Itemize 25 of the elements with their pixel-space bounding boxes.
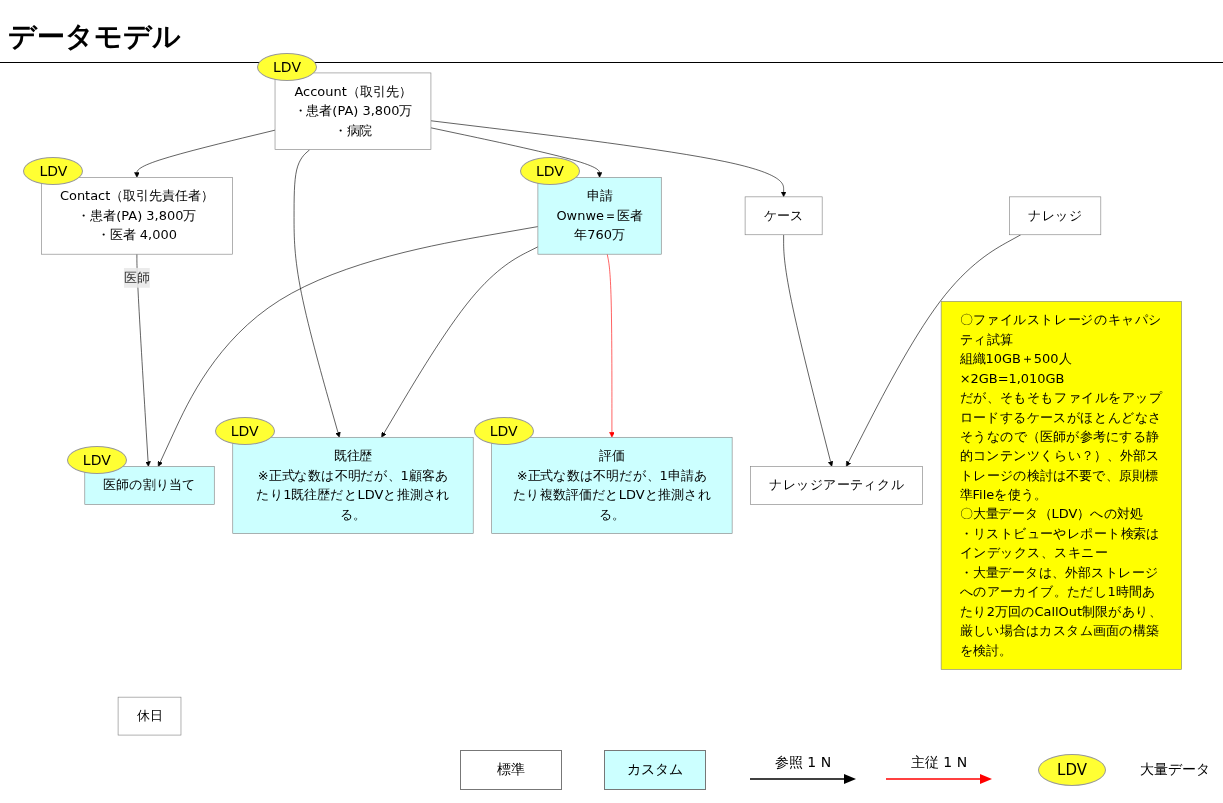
node-box: ナレッジアーティクル — [750, 466, 923, 505]
ldv-ellipse: LDV — [23, 157, 84, 186]
node-box: Contact（取引先責任者） ・患者(PA) 3,800万 ・医者 4,000 — [41, 177, 233, 255]
node-box: 〇ファイルストレージのキャパシティ試算 組織10GB＋500人×2GB=1,010GB だが、そもそもファイルをアップロードするケースがほとんどなさそうなので（医師が参考にする静的コンテンツくらい？）、外部ストレージの検討は不要で、原則標準Fileを使う。 〇大量データ（LDV）への対処 ・リストビューやレポート検索はインデックス、スキニー ・大量データは、外部ストレージへのアーカイブ。ただし1時間あたり2万回のCallOut制限があり、厳しい場合はカスタム画面の構築を検討。 — [940, 301, 1182, 670]
ldv-ellipse: LDV — [214, 417, 275, 446]
node-box: 休日 — [117, 696, 182, 736]
legend-text: 参照 1 N — [773, 754, 833, 772]
legend-text: 主従 1 N — [909, 754, 969, 772]
node-box: Account（取引先） ・患者(PA) 3,800万 ・病院 — [274, 72, 432, 150]
node-box: ナレッジ — [1009, 196, 1102, 236]
ldv-ellipse: LDV — [257, 52, 317, 81]
ldv-ellipse: LDV — [66, 446, 127, 475]
node-box: 既往歴 ※正式な数は不明だが、1顧客あたり1既往歴だとLDVと推測される。 — [232, 437, 474, 534]
page-title: データモデル — [8, 19, 181, 55]
node-box: 申請 Ownwe＝医者 年760万 — [537, 177, 662, 255]
legend-text: 大量データ — [1140, 761, 1210, 779]
node-box: 医師の割り当て — [84, 466, 215, 505]
edge-label: 医師 — [123, 269, 150, 285]
legend-ellipse: LDV — [1038, 754, 1106, 786]
ldv-ellipse: LDV — [473, 417, 534, 446]
node-box: 評価 ※正式な数は不明だが、1申請あたり複数評価だとLDVと推測される。 — [491, 437, 733, 534]
legend-swatch: カスタム — [604, 750, 706, 790]
ldv-ellipse: LDV — [519, 157, 580, 186]
node-box: ケース — [744, 196, 823, 236]
legend-swatch: 標準 — [460, 750, 562, 790]
